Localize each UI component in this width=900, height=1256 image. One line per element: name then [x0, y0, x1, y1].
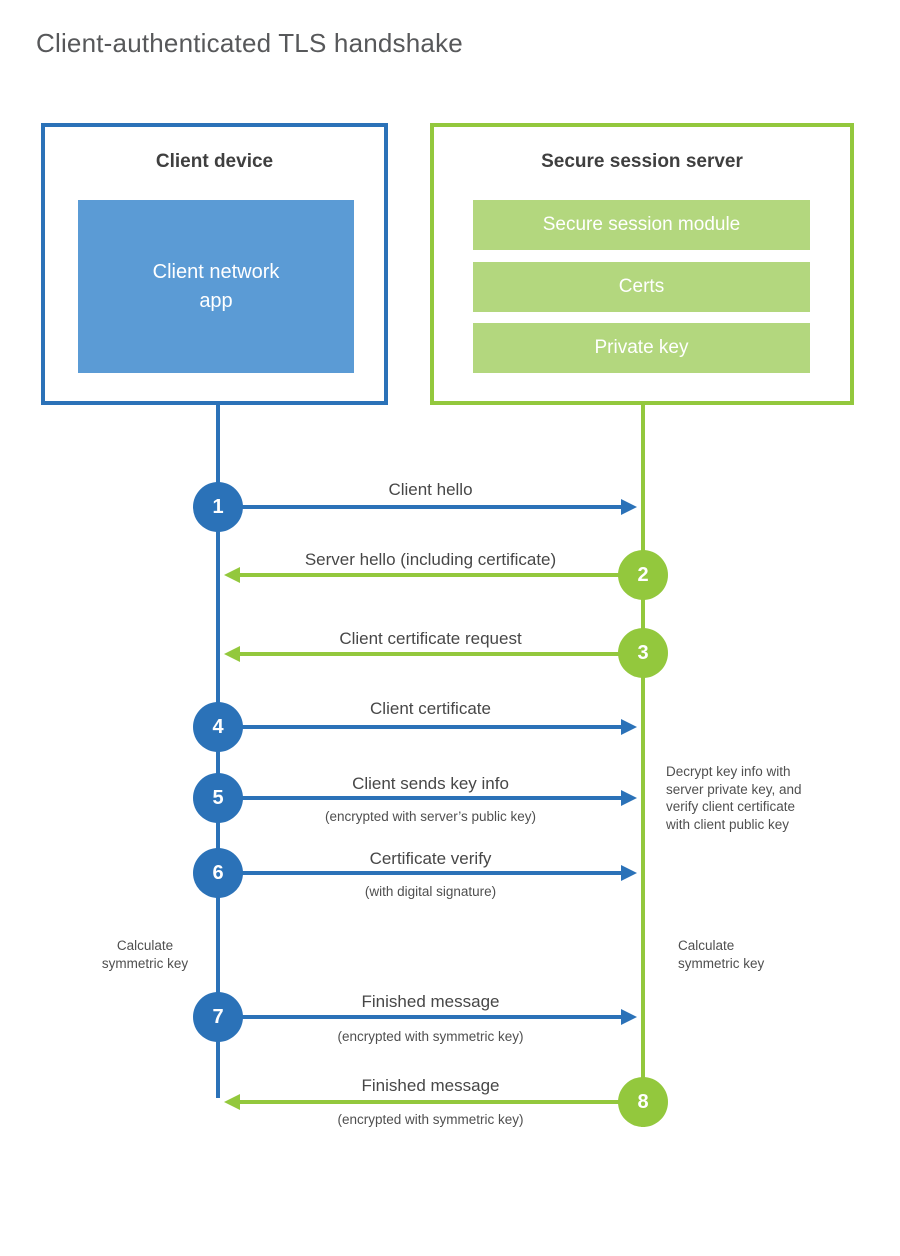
step-8-arrow-left-icon: [224, 1094, 643, 1110]
step-8-label: Finished message: [361, 1076, 500, 1095]
server-lifeline: [641, 405, 645, 1127]
server-module-private-key: Private key: [473, 323, 810, 373]
step-5-arrow-right-icon: [218, 790, 637, 806]
server-title: Secure session server: [541, 151, 743, 172]
step-7-badge: 7: [193, 992, 243, 1042]
step-1-arrow-right-icon: [218, 499, 637, 515]
step-4-badge: 4: [193, 702, 243, 752]
step-7-arrow-right-icon: [218, 1009, 637, 1025]
step-1-label: Client hello: [388, 480, 473, 499]
step-3-label: Client certificate request: [339, 629, 522, 648]
step-2-badge: 2: [618, 550, 668, 600]
calc-symmetric-key-server: Calculate symmetric key: [678, 938, 765, 971]
client-device-title: Client device: [155, 151, 274, 172]
step-2-label: Server hello (including certificate): [304, 550, 557, 569]
step-5-sublabel: (encrypted with server’s public key): [324, 809, 537, 824]
step-7-sublabel: (encrypted with symmetric key): [337, 1029, 524, 1044]
step-3-arrow-left-icon: [224, 646, 643, 662]
step-8-badge: 8: [618, 1077, 668, 1127]
step-8-sublabel: (encrypted with symmetric key): [337, 1112, 524, 1127]
step-6-arrow-right-icon: [218, 865, 637, 881]
step-4-label: Client certificate: [370, 699, 491, 718]
step-4-arrow-right-icon: [218, 719, 637, 735]
server-decrypt-note: Decrypt key info with server private key…: [666, 764, 802, 832]
server-module-secure-session: Secure session module: [473, 200, 810, 250]
step-5-label: Client sends key info: [352, 774, 509, 793]
step-6-sublabel: (with digital signature): [364, 884, 497, 899]
calc-symmetric-key-client: Calculate symmetric key: [101, 938, 189, 971]
step-3-badge: 3: [618, 628, 668, 678]
step-7-label: Finished message: [361, 992, 500, 1011]
server-box: Secure session server Secure session mod…: [430, 123, 854, 405]
step-6-label: Certificate verify: [369, 849, 492, 868]
client-device-box: Client device Client network app: [41, 123, 388, 405]
step-5-badge: 5: [193, 773, 243, 823]
client-network-app-block: Client network app: [78, 200, 354, 373]
step-2-arrow-left-icon: [224, 567, 643, 583]
step-1-badge: 1: [193, 482, 243, 532]
step-6-badge: 6: [193, 848, 243, 898]
page-title: Client-authenticated TLS handshake: [36, 28, 463, 58]
server-module-certs: Certs: [473, 262, 810, 312]
